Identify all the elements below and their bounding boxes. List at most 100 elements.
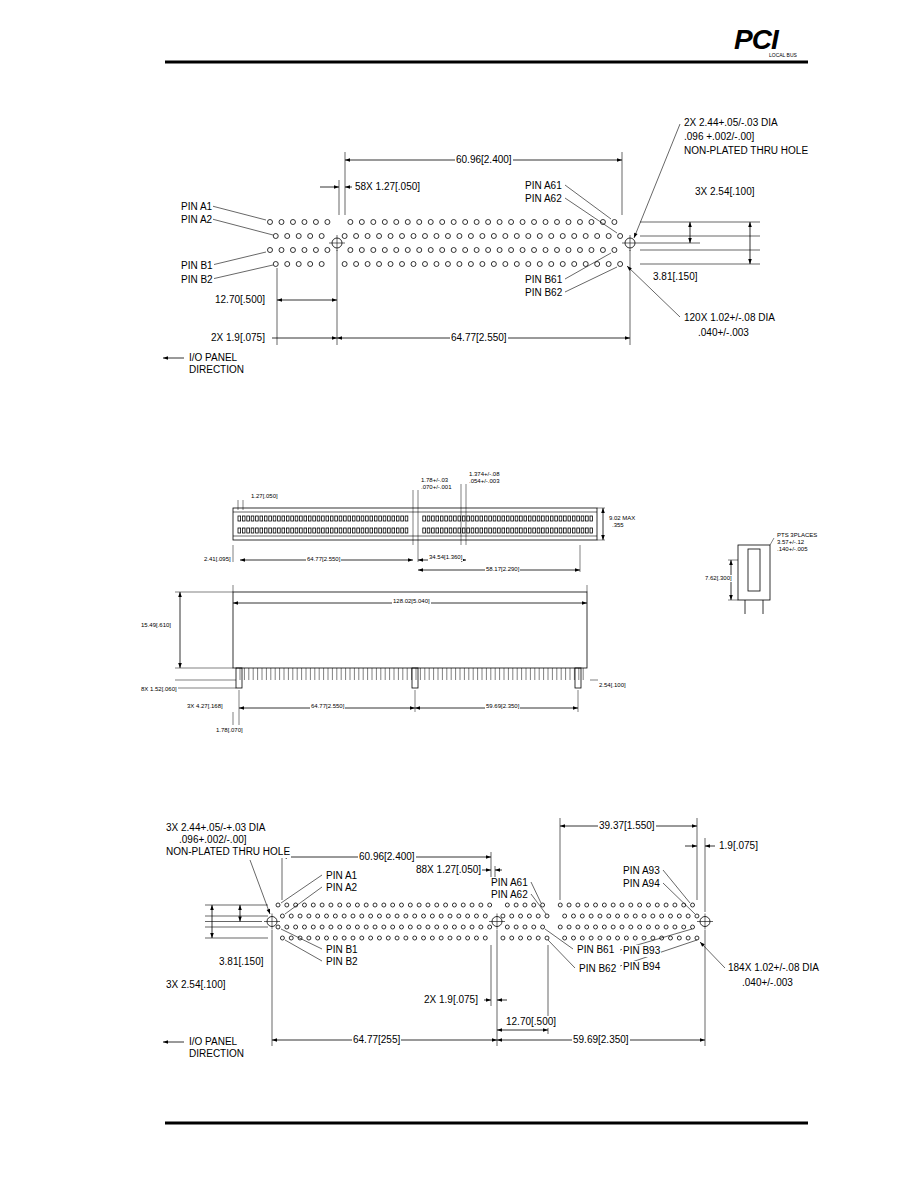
extension-line bbox=[277, 268, 278, 345]
contact-slot bbox=[256, 516, 259, 521]
contact-tail bbox=[429, 668, 430, 680]
contact-slot bbox=[454, 528, 457, 533]
extension-line bbox=[491, 945, 492, 1006]
pin-hole bbox=[577, 248, 582, 253]
pin-hole bbox=[543, 248, 548, 253]
contact-slot bbox=[559, 528, 562, 533]
drawing-label: 12.70[.500] bbox=[505, 1016, 557, 1028]
leader-line bbox=[565, 198, 617, 233]
pin-hole bbox=[602, 903, 606, 907]
drawing-label: I/O PANEL DIRECTION bbox=[188, 1036, 262, 1059]
contact-slot bbox=[550, 528, 553, 533]
pin-hole bbox=[268, 248, 273, 253]
arrowhead bbox=[233, 601, 238, 605]
pin-hole bbox=[612, 248, 617, 253]
pin-hole bbox=[391, 925, 395, 929]
contact-slot bbox=[238, 528, 241, 533]
contact-slot bbox=[405, 528, 408, 533]
leader-line bbox=[285, 887, 322, 914]
extension-line bbox=[233, 545, 234, 562]
pin-hole bbox=[673, 903, 677, 907]
contact-tail bbox=[468, 668, 469, 680]
contact-slot bbox=[282, 516, 285, 521]
pin-hole bbox=[618, 234, 623, 239]
pin-hole bbox=[583, 262, 588, 267]
pin-hole bbox=[523, 903, 527, 907]
pin-hole bbox=[311, 925, 315, 929]
contact-slot bbox=[278, 528, 281, 533]
pin-hole bbox=[677, 914, 681, 918]
contact-slot bbox=[581, 516, 584, 521]
drawing-label: PIN B62 bbox=[524, 287, 563, 299]
pin-hole bbox=[395, 936, 399, 940]
pin-hole bbox=[509, 220, 514, 225]
connector-top-view bbox=[233, 508, 597, 540]
pin-hole bbox=[316, 936, 320, 940]
contact-slot bbox=[506, 516, 509, 521]
leader-line bbox=[281, 929, 322, 949]
pin-hole bbox=[486, 248, 491, 253]
contact-tail bbox=[336, 668, 337, 680]
arrowhead bbox=[543, 1028, 548, 1032]
contact-slot bbox=[379, 516, 382, 521]
contact-slot bbox=[502, 516, 505, 521]
pin-hole bbox=[445, 262, 450, 267]
connector-dimension: 15.49[.610] bbox=[140, 622, 172, 629]
contact-slot bbox=[590, 528, 593, 533]
pin-hole bbox=[589, 220, 594, 225]
contact-slot bbox=[440, 528, 443, 533]
pin-hole bbox=[342, 234, 347, 239]
contact-slot bbox=[370, 528, 373, 533]
pin-hole bbox=[483, 936, 487, 940]
contact-tail bbox=[495, 668, 496, 680]
contact-slot bbox=[396, 528, 399, 533]
pin-hole bbox=[474, 220, 479, 225]
pin-hole bbox=[567, 903, 571, 907]
pin-hole bbox=[313, 220, 318, 225]
contact-tail bbox=[416, 668, 417, 680]
dimension-line bbox=[277, 300, 337, 301]
pin-hole bbox=[360, 936, 364, 940]
contact-tail bbox=[473, 668, 474, 680]
contact-slot bbox=[357, 516, 360, 521]
arrowhead bbox=[332, 336, 337, 340]
pin-hole bbox=[422, 936, 426, 940]
pin-hole bbox=[480, 262, 485, 267]
pin-hole bbox=[359, 220, 364, 225]
pin-hole bbox=[457, 936, 461, 940]
pin-hole bbox=[440, 248, 445, 253]
contact-slot bbox=[520, 528, 523, 533]
pin-hole bbox=[457, 914, 461, 918]
contact-slot bbox=[555, 528, 558, 533]
pin-hole bbox=[612, 220, 617, 225]
contact-slot bbox=[370, 516, 373, 521]
contact-slot bbox=[348, 528, 351, 533]
drawing-label: .096+.002/-.00] bbox=[178, 834, 248, 846]
pin-hole bbox=[651, 936, 655, 940]
extension-line bbox=[238, 500, 239, 510]
pin-hole bbox=[514, 262, 519, 267]
pin-hole bbox=[302, 903, 306, 907]
contact-tail bbox=[279, 668, 280, 680]
contact-slot bbox=[528, 516, 531, 521]
connector-dimension: 1.374+/-.08 bbox=[468, 471, 501, 478]
contact-slot bbox=[269, 528, 272, 533]
pin-hole bbox=[325, 248, 330, 253]
pin-hole bbox=[523, 925, 527, 929]
contact-slot bbox=[436, 528, 439, 533]
pin-hole bbox=[532, 220, 537, 225]
center-line bbox=[337, 235, 338, 251]
contact-slot bbox=[322, 516, 325, 521]
extension-line bbox=[233, 712, 234, 725]
contact-slot bbox=[242, 528, 245, 533]
contact-tail bbox=[292, 668, 293, 680]
pin-hole bbox=[520, 220, 525, 225]
pin-hole bbox=[377, 262, 382, 267]
pin-hole bbox=[268, 220, 273, 225]
contact-tail bbox=[451, 668, 452, 680]
pin-hole bbox=[468, 262, 473, 267]
contact-slot bbox=[357, 528, 360, 533]
contact-slot bbox=[471, 528, 474, 533]
pin-hole bbox=[633, 914, 637, 918]
contact-tail bbox=[504, 668, 505, 680]
